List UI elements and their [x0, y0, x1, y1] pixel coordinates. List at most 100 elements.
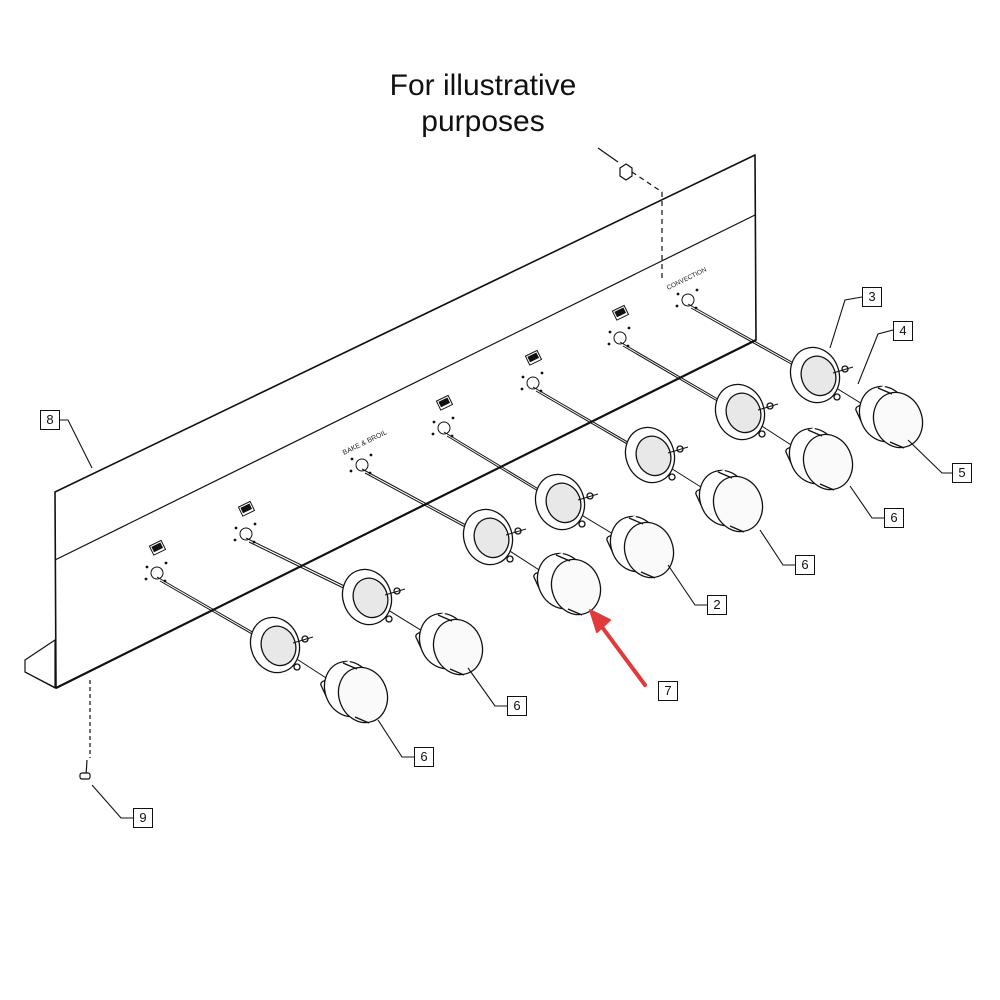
bezel-screw-shaft: [505, 528, 527, 536]
knob-edge: [640, 571, 656, 579]
bezel-screw-shaft: [757, 403, 779, 411]
dial-tick: [164, 561, 168, 565]
dial-ring: [613, 331, 627, 345]
callout-8: 8: [46, 412, 54, 427]
bezel-screw-shaft: [577, 493, 599, 501]
bezel-inner: [473, 517, 510, 559]
dial-tick: [144, 577, 148, 581]
burner-icon-fill: [438, 397, 451, 408]
knob-edge: [889, 441, 905, 449]
dial-tick: [676, 292, 680, 296]
dial-tick: [451, 416, 455, 420]
callout-2-label-box: 2: [707, 595, 727, 615]
callout-2: 2: [713, 597, 721, 612]
dial-ring: [239, 527, 253, 541]
callout-9: 9: [139, 810, 147, 825]
bezel-screw-shaft: [832, 366, 854, 374]
knob-face: [337, 666, 389, 724]
dial-ring: [355, 458, 369, 472]
callout-8-box: 8: [40, 410, 60, 430]
bezel-screw-shaft: [292, 636, 314, 644]
callout-5-box: 5: [952, 463, 972, 483]
knob-assembly-1: [156, 576, 389, 724]
knob-edge: [567, 608, 583, 616]
bezel-screw: [833, 393, 841, 401]
bezel-screw: [758, 430, 766, 438]
knob-face: [432, 618, 484, 676]
callout-6b-box: 6: [795, 555, 815, 575]
knob-edge: [628, 517, 644, 525]
callout-6: 6: [801, 557, 809, 572]
dial-tick: [369, 453, 373, 457]
callout-6: 6: [890, 510, 898, 525]
knob-assembly-2: [245, 537, 484, 676]
dial-tick: [233, 538, 237, 542]
knob-edge: [819, 483, 835, 491]
control-marking-4: [431, 394, 455, 438]
callout-6a-box: 6: [884, 508, 904, 528]
knob-edge: [717, 471, 733, 479]
highlight-arrow: [589, 609, 647, 687]
knob-assembly-4: [443, 431, 675, 579]
dial-tick: [520, 387, 524, 391]
knob-face: [550, 558, 602, 616]
knob-edge: [807, 429, 823, 437]
bezel-screw-shaft: [384, 588, 406, 596]
bezel-screw: [668, 473, 676, 481]
bezel-screw: [385, 615, 393, 623]
control-marking-5: [520, 349, 544, 393]
knob-face: [712, 475, 764, 533]
bezel-screw-shaft: [667, 446, 689, 454]
dial-ring: [150, 566, 164, 580]
dial-tick: [145, 565, 149, 569]
caption-line-2: purposes: [421, 105, 545, 138]
callout-6d-box: 6: [414, 747, 434, 767]
bezel-screw: [506, 555, 514, 563]
leader-lines: [60, 296, 952, 819]
control-marking-6: [607, 304, 631, 348]
knob-edge: [877, 387, 893, 395]
dial-ring: [437, 421, 451, 435]
panel-control-markings: [144, 288, 699, 583]
control-panel: [24, 154, 757, 689]
callout-3: 3: [868, 289, 876, 304]
callout-7-box: 7: [658, 681, 678, 701]
control-marking-1: [144, 539, 168, 583]
dial-tick: [234, 526, 238, 530]
knob-edge: [354, 716, 370, 724]
bezel-inner: [352, 577, 389, 619]
knob-face: [623, 521, 675, 579]
dial-tick: [540, 371, 544, 375]
control-marking-7: [675, 288, 699, 310]
dial-ring: [681, 293, 695, 307]
dial-tick: [253, 522, 257, 526]
callout-6: 6: [420, 749, 428, 764]
callout-5: 5: [958, 465, 966, 480]
bezel-inner: [800, 355, 837, 397]
dial-tick: [695, 288, 699, 292]
panel-screw-bottom: [79, 680, 91, 780]
knob-edge: [729, 525, 745, 533]
caption-line-1: For illustrative: [389, 69, 577, 102]
callout-9-box: 9: [133, 808, 153, 828]
knob-edge: [437, 614, 453, 622]
knob-assembly-5: [532, 386, 764, 533]
knob-edge: [555, 554, 571, 562]
dial-tick: [432, 420, 436, 424]
dial-tick: [349, 469, 353, 473]
bezel-inner: [635, 435, 672, 477]
dial-tick: [608, 330, 612, 334]
bezel-inner: [725, 392, 762, 434]
dial-tick: [431, 432, 435, 436]
burner-icon-fill: [240, 503, 253, 514]
knob-face: [802, 433, 854, 491]
knob-assembly-7: [687, 303, 924, 449]
burner-icon-fill: [527, 352, 540, 363]
callout-4: 4: [899, 323, 907, 338]
dial-tick: [607, 342, 611, 346]
panel-screw-top: [597, 147, 663, 282]
dial-tick: [521, 375, 525, 379]
control-marking-2: [233, 500, 257, 544]
